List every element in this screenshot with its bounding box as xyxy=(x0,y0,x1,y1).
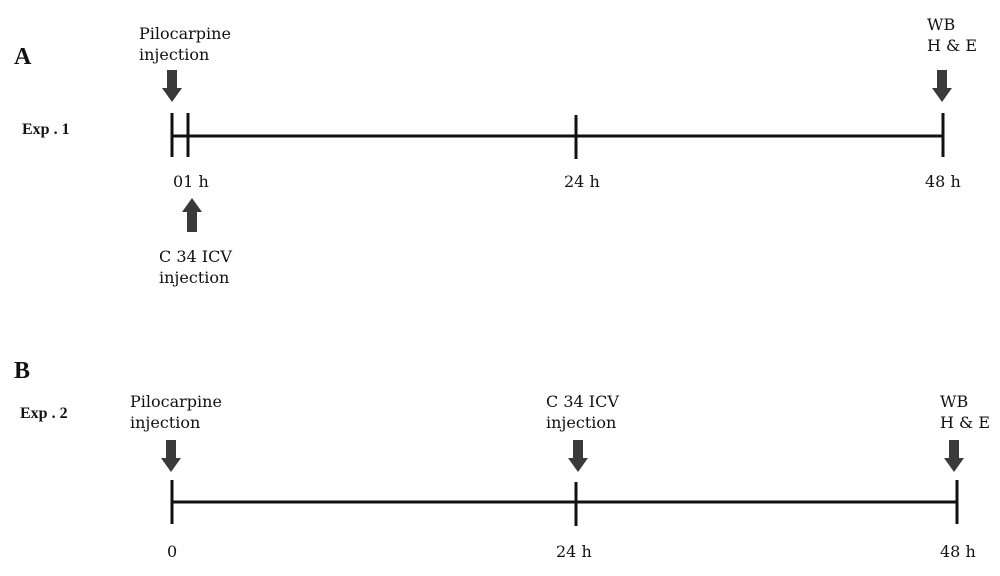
panel-a-pilocarpine-line2: injection xyxy=(139,45,209,64)
panel-a-tick-label-24h: 24 h xyxy=(564,172,600,191)
panel-a-wb-line1: WB xyxy=(927,15,955,34)
panel-b-tick-label-48h: 48 h xyxy=(940,542,976,561)
panel-b: B Exp . 2 Pilocarpine injection C 34 ICV… xyxy=(14,358,990,561)
panel-a-wb-arrow-icon xyxy=(932,70,952,102)
panel-a-c34-line2: injection xyxy=(159,268,229,287)
panel-a-tick-label-01h: 01 h xyxy=(173,172,209,191)
panel-b-tick-label-24h: 24 h xyxy=(556,542,592,561)
panel-a-exp-label: Exp . 1 xyxy=(22,121,70,138)
panel-b-tick-label-0: 0 xyxy=(167,542,177,561)
panel-a-letter: A xyxy=(14,44,32,70)
panel-b-c34-line1: C 34 ICV xyxy=(546,392,619,411)
panel-b-pilocarpine-arrow-icon xyxy=(161,440,181,472)
panel-a-pilocarpine-line1: Pilocarpine xyxy=(139,24,231,43)
panel-a-c34-line1: C 34 ICV xyxy=(159,247,232,266)
panel-b-exp-label: Exp . 2 xyxy=(20,405,68,422)
panel-a: A Exp . 1 Pilocarpine injection WB H & E… xyxy=(14,15,977,287)
panel-a-c34-arrow-icon xyxy=(182,198,202,232)
panel-b-wb-line1: WB xyxy=(940,392,968,411)
panel-b-c34-arrow-icon xyxy=(568,440,588,472)
panel-b-wb-arrow-icon xyxy=(944,440,964,472)
panel-b-c34-line2: injection xyxy=(546,413,616,432)
panel-a-tick-label-48h: 48 h xyxy=(925,172,961,191)
panel-b-pilocarpine-line2: injection xyxy=(130,413,200,432)
panel-b-wb-line2: H & E xyxy=(940,413,990,432)
panel-b-letter: B xyxy=(14,358,30,384)
panel-a-wb-line2: H & E xyxy=(927,36,977,55)
panel-a-pilocarpine-arrow-icon xyxy=(162,70,182,102)
panel-b-pilocarpine-line1: Pilocarpine xyxy=(130,392,222,411)
